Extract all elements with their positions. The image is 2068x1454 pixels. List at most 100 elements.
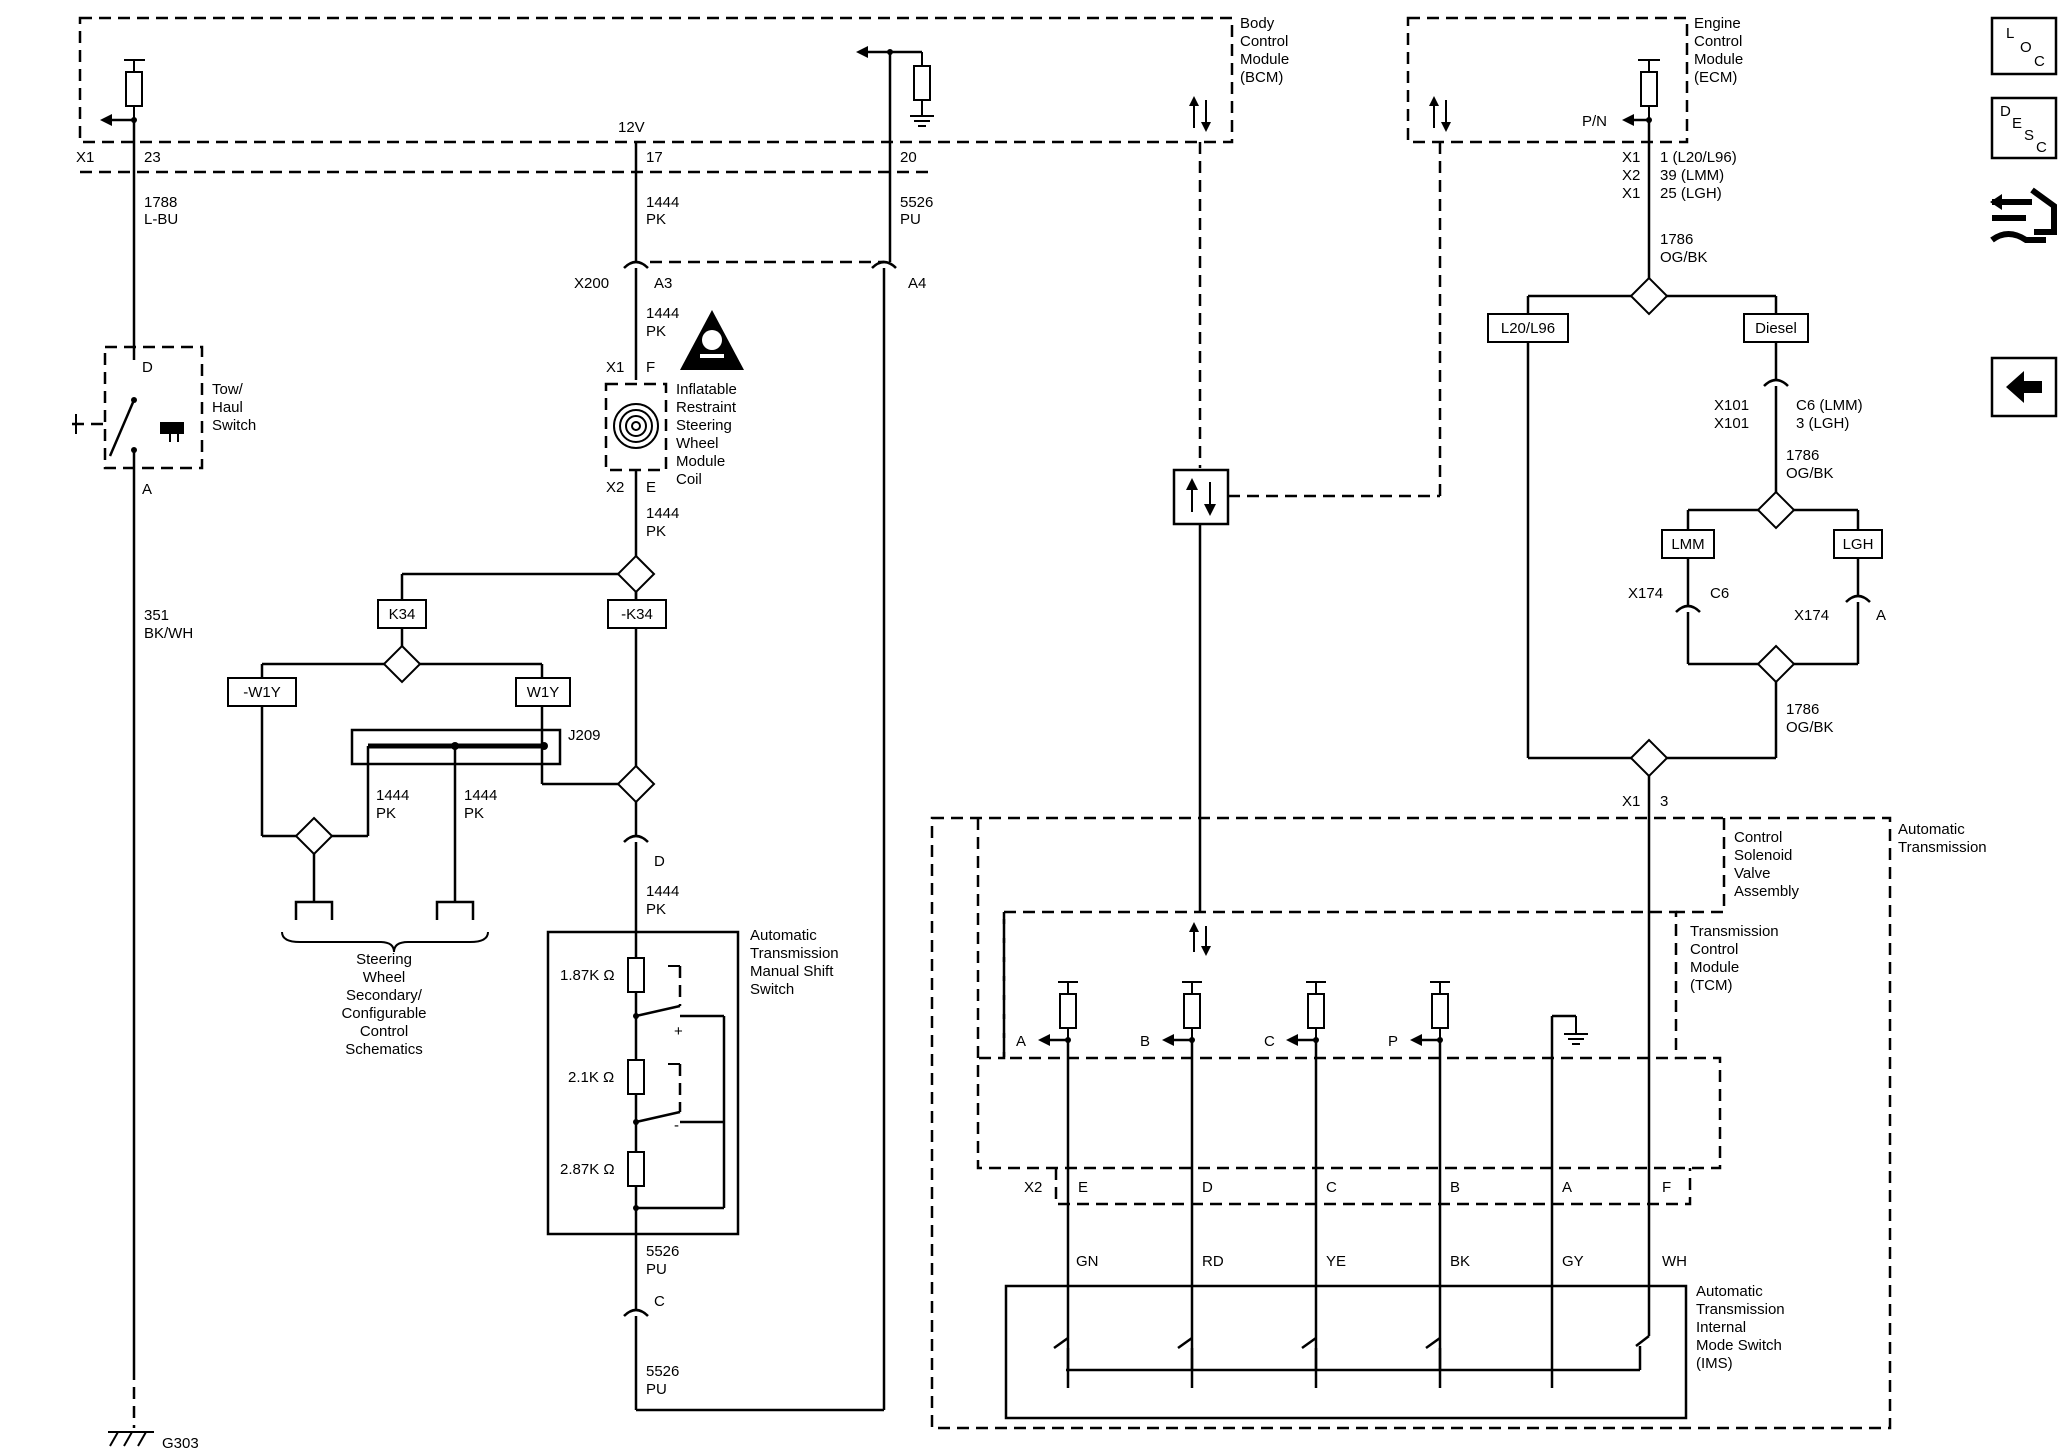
svg-text:+: + bbox=[674, 1023, 683, 1040]
diesel-rejoin-splice bbox=[1756, 644, 1796, 684]
connector-x200 bbox=[623, 260, 897, 269]
ims-contact bbox=[1301, 1336, 1318, 1370]
svg-text:1444: 1444 bbox=[646, 883, 679, 900]
svg-text:PU: PU bbox=[646, 1381, 667, 1398]
svg-text:12V: 12V bbox=[618, 119, 645, 136]
svg-text:Module: Module bbox=[1240, 51, 1289, 68]
svg-text:1444: 1444 bbox=[464, 787, 497, 804]
tcm-output-label: C bbox=[1264, 1033, 1275, 1050]
svg-text:Module: Module bbox=[1694, 51, 1743, 68]
svg-text:25 (LGH): 25 (LGH) bbox=[1660, 185, 1722, 202]
svg-text:OG/BK: OG/BK bbox=[1786, 719, 1834, 736]
svg-text:BK/WH: BK/WH bbox=[144, 625, 193, 642]
svg-text:3: 3 bbox=[1660, 793, 1668, 810]
svg-text:X200: X200 bbox=[574, 275, 609, 292]
connector-x174-a bbox=[1845, 594, 1871, 603]
option-k34: K34 bbox=[377, 599, 427, 629]
svg-text:Control: Control bbox=[1694, 33, 1742, 50]
ims-contact bbox=[1425, 1336, 1442, 1370]
svg-text:Restraint: Restraint bbox=[676, 399, 737, 416]
svg-text:Solenoid: Solenoid bbox=[1734, 847, 1792, 864]
svg-text:20: 20 bbox=[900, 149, 917, 166]
svg-text:L-BU: L-BU bbox=[144, 211, 178, 228]
svg-text:Wheel: Wheel bbox=[676, 435, 719, 452]
svg-text:Internal: Internal bbox=[1696, 1319, 1746, 1336]
x2-pin-label: B bbox=[1450, 1179, 1460, 1196]
svg-text:C: C bbox=[654, 1293, 665, 1310]
svg-text:(BCM): (BCM) bbox=[1240, 69, 1283, 86]
serial-data-icon-ecm bbox=[1429, 96, 1451, 132]
svg-text:X1: X1 bbox=[606, 359, 624, 376]
ims-contact-wh bbox=[1635, 1302, 1651, 1370]
option-splice bbox=[616, 554, 656, 594]
svg-text:Transmission: Transmission bbox=[1696, 1301, 1785, 1318]
svg-text:1 (L20/L96): 1 (L20/L96) bbox=[1660, 149, 1737, 166]
svg-text:X101: X101 bbox=[1714, 397, 1749, 414]
svg-text:A: A bbox=[1876, 607, 1886, 624]
ims-contact bbox=[1177, 1336, 1194, 1370]
serial-data-gateway bbox=[1172, 468, 1230, 526]
bcm-output-23 bbox=[100, 59, 145, 126]
bcm-boundary bbox=[78, 16, 1234, 174]
x2-pin-label: A bbox=[1562, 1179, 1572, 1196]
svg-text:Inflatable: Inflatable bbox=[676, 381, 737, 398]
svg-text:Body: Body bbox=[1240, 15, 1275, 32]
csva-top bbox=[1676, 818, 1726, 914]
bcm-label: Body Control Module (BCM) bbox=[1240, 15, 1289, 86]
svg-text:(IMS): (IMS) bbox=[1696, 1355, 1733, 1372]
option-w1y: W1Y bbox=[515, 677, 571, 707]
svg-text:X2: X2 bbox=[1024, 1179, 1042, 1196]
tcm-ground bbox=[1550, 1014, 1588, 1388]
svg-text:K34: K34 bbox=[389, 606, 416, 623]
option-lgh: LGH bbox=[1833, 529, 1883, 559]
svg-text:Module: Module bbox=[1690, 959, 1739, 976]
splice-steering bbox=[294, 816, 334, 856]
svg-text:Transmission: Transmission bbox=[1690, 923, 1779, 940]
svg-text:Control: Control bbox=[1240, 33, 1288, 50]
option-lmm: LMM bbox=[1661, 529, 1715, 559]
svg-text:X174: X174 bbox=[1628, 585, 1663, 602]
svg-text:(ECM): (ECM) bbox=[1694, 69, 1737, 86]
x2-connector-band bbox=[1054, 1168, 1692, 1206]
svg-text:X174: X174 bbox=[1794, 607, 1829, 624]
svg-text:5526: 5526 bbox=[900, 194, 933, 211]
svg-text:X1: X1 bbox=[1622, 185, 1640, 202]
svg-text:X101: X101 bbox=[1714, 415, 1749, 432]
svg-text:P/N: P/N bbox=[1582, 113, 1607, 130]
description-button[interactable]: D E S C bbox=[1990, 96, 2058, 160]
svg-text:X2: X2 bbox=[606, 479, 624, 496]
svg-text:Switch: Switch bbox=[212, 417, 256, 434]
svg-text:S: S bbox=[2024, 127, 2034, 144]
svg-text:C6: C6 bbox=[1710, 585, 1729, 602]
connector-end-view-icon[interactable] bbox=[1990, 187, 2057, 243]
svg-text:Transmission: Transmission bbox=[1898, 839, 1987, 856]
wire-color-label: WH bbox=[1662, 1253, 1687, 1270]
svg-text:J209: J209 bbox=[568, 727, 601, 744]
location-button[interactable]: L O C bbox=[1990, 16, 2058, 76]
svg-text:OG/BK: OG/BK bbox=[1786, 465, 1834, 482]
ecm-option-splice bbox=[1629, 276, 1669, 316]
svg-text:Control: Control bbox=[360, 1023, 408, 1040]
svg-text:A: A bbox=[142, 481, 152, 498]
svg-text:-W1Y: -W1Y bbox=[243, 684, 281, 701]
ims-contact bbox=[1053, 1336, 1070, 1370]
svg-text:PK: PK bbox=[646, 901, 666, 918]
tcm-output-label: A bbox=[1016, 1033, 1026, 1050]
svg-text:D: D bbox=[654, 853, 665, 870]
svg-text:1786: 1786 bbox=[1660, 231, 1693, 248]
svg-text:X1: X1 bbox=[76, 149, 94, 166]
svg-text:X1: X1 bbox=[1622, 793, 1640, 810]
svg-text:A4: A4 bbox=[908, 275, 926, 292]
svg-text:Mode Switch: Mode Switch bbox=[1696, 1337, 1782, 1354]
back-arrow-button[interactable] bbox=[1990, 356, 2058, 418]
svg-text:-: - bbox=[674, 1117, 679, 1134]
x2-pin-label: E bbox=[1078, 1179, 1088, 1196]
steering-wheel-coil bbox=[604, 382, 668, 472]
option-splice-w1y bbox=[382, 644, 422, 684]
svg-text:X1: X1 bbox=[1622, 149, 1640, 166]
svg-text:2.87K Ω: 2.87K Ω bbox=[560, 1161, 615, 1178]
splice-manual-shift bbox=[616, 764, 656, 804]
svg-text:PK: PK bbox=[646, 323, 666, 340]
